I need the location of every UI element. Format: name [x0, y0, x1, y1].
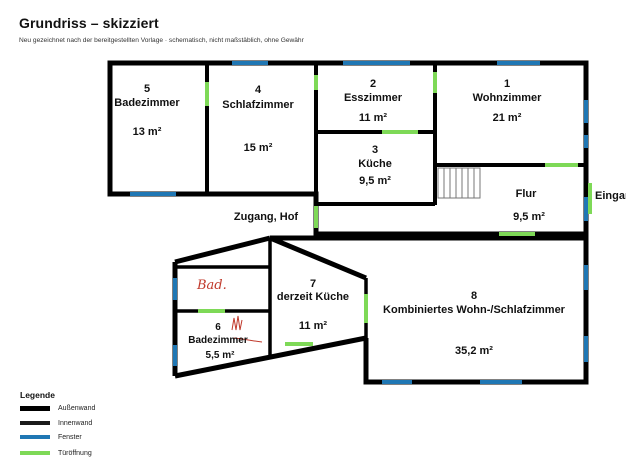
room-5: 5 Badezimmer 13 m²	[114, 83, 180, 138]
entrance-label: Eingang	[595, 190, 626, 202]
room-name: Badezimmer	[188, 335, 248, 346]
room-name: Kombiniertes Wohn-/Schlafzimmer	[383, 304, 566, 316]
room-number: 2	[370, 78, 376, 90]
room-number: 6	[215, 322, 221, 333]
room-number: 5	[144, 83, 150, 95]
legend-label: Türöffnung	[58, 449, 92, 457]
legend-label: Außenwand	[58, 404, 96, 412]
legend-swatch	[20, 421, 50, 425]
room-name: Flur	[516, 188, 537, 200]
room-area: 15 m²	[244, 142, 273, 154]
legend-swatch	[20, 435, 50, 439]
windows	[130, 61, 588, 384]
legend-item-window: Fenster	[20, 430, 82, 444]
room-name: derzeit Küche	[277, 291, 349, 303]
room-area: 21 m²	[493, 112, 522, 124]
room-area: 9,5 m²	[513, 211, 545, 223]
room-number: 7	[310, 278, 316, 290]
room-name: Küche	[358, 158, 392, 170]
room-flur: Flur 9,5 m²	[513, 188, 545, 223]
room-name: Schlafzimmer	[222, 99, 294, 111]
handwritten-bad-label: Bad.	[196, 278, 227, 293]
page-title: Grundriss – skizziert	[19, 15, 159, 31]
legend-title: Legende	[20, 390, 55, 400]
room-number: 3	[372, 144, 378, 156]
legend-label: Fenster	[58, 433, 82, 441]
legend-item-door: Türöffnung	[20, 446, 92, 460]
room-area: 5,5 m²	[206, 350, 236, 361]
room-name: Wohnzimmer	[473, 92, 543, 104]
legend-label: Innenwand	[58, 419, 93, 427]
room-area: 35,2 m²	[455, 345, 493, 357]
room-6: 6 Badezimmer 5,5 m²	[188, 322, 248, 361]
room-4: 4 Schlafzimmer 15 m²	[222, 84, 294, 154]
courtyard-label: Zugang, Hof	[234, 211, 298, 223]
staircase	[437, 167, 481, 199]
room-area: 9,5 m²	[359, 175, 391, 187]
room-1: 1 Wohnzimmer 21 m²	[473, 78, 543, 124]
room-name: Esszimmer	[344, 92, 403, 104]
room-2: 2 Esszimmer 11 m²	[344, 78, 403, 124]
room-number: 1	[504, 78, 510, 90]
room-area: 13 m²	[133, 126, 162, 138]
room-area: 11 m²	[359, 112, 387, 124]
room-number: 4	[255, 84, 262, 96]
handwritten-annotation: Bad.	[196, 278, 263, 343]
legend-swatch	[20, 405, 50, 411]
room-8: 8 Kombiniertes Wohn-/Schlafzimmer 35,2 m…	[383, 290, 566, 357]
room-name: Badezimmer	[114, 97, 180, 109]
page-subtitle: Neu gezeichnet nach der bereitgestellten…	[19, 37, 304, 44]
room-7: 7 derzeit Küche 11 m²	[277, 278, 349, 332]
room-3: 3 Küche 9,5 m²	[358, 144, 392, 187]
legend-swatch	[20, 451, 50, 455]
legend-item-interior-wall: Innenwand	[20, 416, 92, 430]
legend-item-exterior-wall: Außenwand	[20, 401, 95, 415]
doors	[198, 72, 592, 346]
room-area: 11 m²	[299, 320, 327, 332]
room-number: 8	[471, 290, 477, 302]
